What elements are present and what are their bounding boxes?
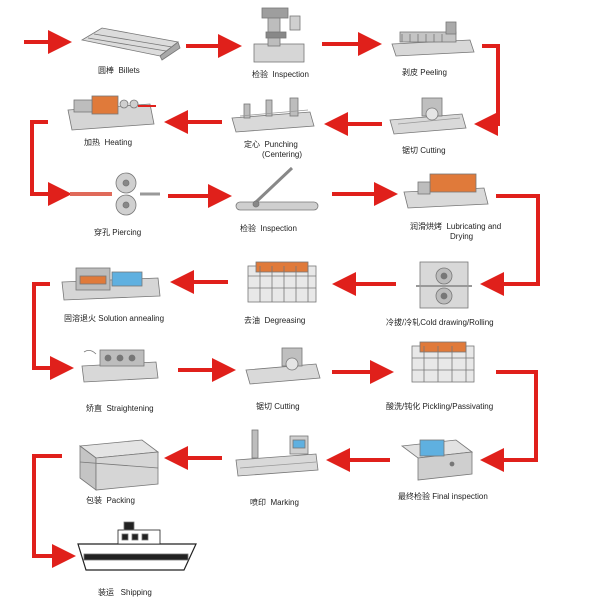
annealing-furnace-icon [61,267,161,301]
peeling-machine-icon [391,21,475,57]
tube-inspection-icon [235,166,319,211]
step-label-heating: 加热 Heating [84,138,133,147]
arrow-annealing-straightening [32,282,74,380]
arrow-heating-piercing [30,120,72,206]
step-label-cold-drawing: 冷拔/冷轧Cold drawing/Rolling [386,318,494,327]
step-label-punching: 定心 Punching(Centering) [244,140,303,159]
lubricating-drying-icon [403,173,489,209]
step-label-cutting-2: 锯切 Cutting [256,402,300,411]
step-label-annealing: 固溶退火 Solution annealing [64,314,165,323]
arrow-pickling-final [480,370,538,472]
step-label-packing: 包装 Packing [86,496,135,505]
step-label-billets: 圆棒 Billets [98,66,140,75]
step-label-inspection-1: 检验 Inspection [252,70,309,79]
cutting-saw-icon [389,97,467,135]
step-label-inspection-2: 检验 Inspection [240,224,297,233]
marking-machine-icon [235,429,319,477]
step-label-degreasing: 去油 Degreasing [244,316,306,325]
ship-icon [77,521,197,571]
arrow-peeling-cutting [474,44,500,136]
piercing-mill-icon [70,172,160,216]
final-inspection-station-icon [400,439,474,481]
step-label-straightening: 矫直 Straightening [86,404,154,413]
step-label-shipping: 装运 Shipping [98,588,152,597]
inspection-machine-icon [253,7,305,63]
arrow-packing-shipping [32,454,76,568]
step-label-final-inspection: 最终检验 Final inspection [398,492,488,501]
step-label-marking: 喷印 Marking [250,498,299,507]
step-label-pickling: 酸洗/钝化 Pickling/Passivating [386,402,494,411]
packing-crate-icon [78,439,160,491]
billets-icon [80,27,181,61]
pickling-tank-icon [411,341,475,383]
step-label-piercing: 穿孔 Piercing [94,228,142,237]
punching-machine-icon [231,97,315,133]
cutting-saw-2-icon [245,347,321,385]
rolling-mill-icon [416,261,472,309]
degreasing-tank-icon [247,261,317,303]
step-label-cutting-1: 锯切 Cutting [402,146,446,155]
step-label-peeling: 剥皮 Peeling [402,68,447,77]
arrow-lubricating-colddrawing [480,194,540,296]
heating-furnace-icon [67,95,156,131]
flow-arrows [24,30,540,568]
straightening-machine-icon [81,349,159,383]
